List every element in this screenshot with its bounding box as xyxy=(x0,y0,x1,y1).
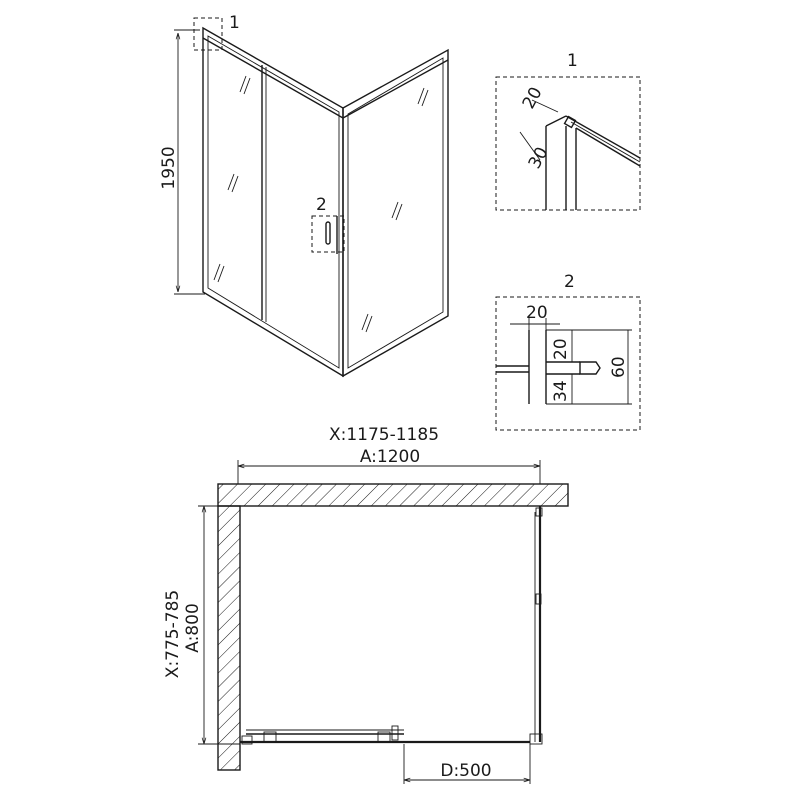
detail-1-title: 1 xyxy=(567,51,578,71)
detail-2: 2 20 20 34 60 xyxy=(495,272,641,431)
detail-2-dim-lower: 34 xyxy=(551,380,571,402)
detail-2-handle-tip xyxy=(579,361,601,375)
detail-2-title: 2 xyxy=(564,272,575,292)
top-rail xyxy=(202,37,344,119)
detail-1-corner xyxy=(563,115,577,129)
callout-1-box xyxy=(193,17,223,51)
corner-post xyxy=(529,733,543,745)
side-top-rail xyxy=(342,59,449,119)
detail-1-top-edge xyxy=(545,115,567,127)
side-panel-top-clamp xyxy=(535,507,543,517)
a-depth-label: A:800 xyxy=(183,603,203,653)
door-handle xyxy=(325,221,331,245)
height-label: 1950 xyxy=(159,146,179,189)
side-panel-mid-clamp xyxy=(535,593,542,605)
detail-2-dim-upper: 20 xyxy=(551,338,571,360)
side-panel-inner xyxy=(347,57,444,369)
callout-1-label: 1 xyxy=(229,13,240,33)
detail-1-rail-top xyxy=(565,115,641,159)
callout-2-box xyxy=(311,215,345,253)
side-panel-frame xyxy=(342,48,449,378)
detail-1-border xyxy=(495,76,641,211)
back-wall xyxy=(217,483,569,507)
door-handle-plan xyxy=(391,725,399,741)
detail-2-dim-top: 20 xyxy=(526,303,548,323)
detail-2-dim-total: 60 xyxy=(609,356,629,378)
roller-right xyxy=(377,731,391,743)
detail-1-dim-b: 30 xyxy=(525,144,553,172)
d-door-label: D:500 xyxy=(440,761,491,781)
detail-1-dim-a: 20 xyxy=(519,84,547,112)
detail-1-dim-b-line xyxy=(519,131,541,161)
front-panel-inner xyxy=(207,35,340,369)
left-wall xyxy=(217,505,241,771)
detail-1: 1 20 30 xyxy=(495,51,641,211)
x-depth-label: X:775-785 xyxy=(163,590,183,678)
roller-left xyxy=(263,731,277,743)
detail-2-border xyxy=(495,296,641,431)
perspective-view: 1950 1 2 xyxy=(159,13,449,378)
wall-profile-left xyxy=(241,735,253,745)
a-width-label: A:1200 xyxy=(360,447,420,467)
detail-1-rail-mid xyxy=(570,121,641,163)
detail-1-rail-bottom xyxy=(575,127,641,167)
plan-view: X:1175-1185 A:1200 X:775-785 A:800 D:500 xyxy=(163,425,569,784)
detail-1-dim-a-line xyxy=(531,99,559,113)
glass-reflection-marks xyxy=(213,75,429,333)
callout-2-label: 2 xyxy=(316,195,327,215)
x-width-label: X:1175-1185 xyxy=(329,425,439,445)
